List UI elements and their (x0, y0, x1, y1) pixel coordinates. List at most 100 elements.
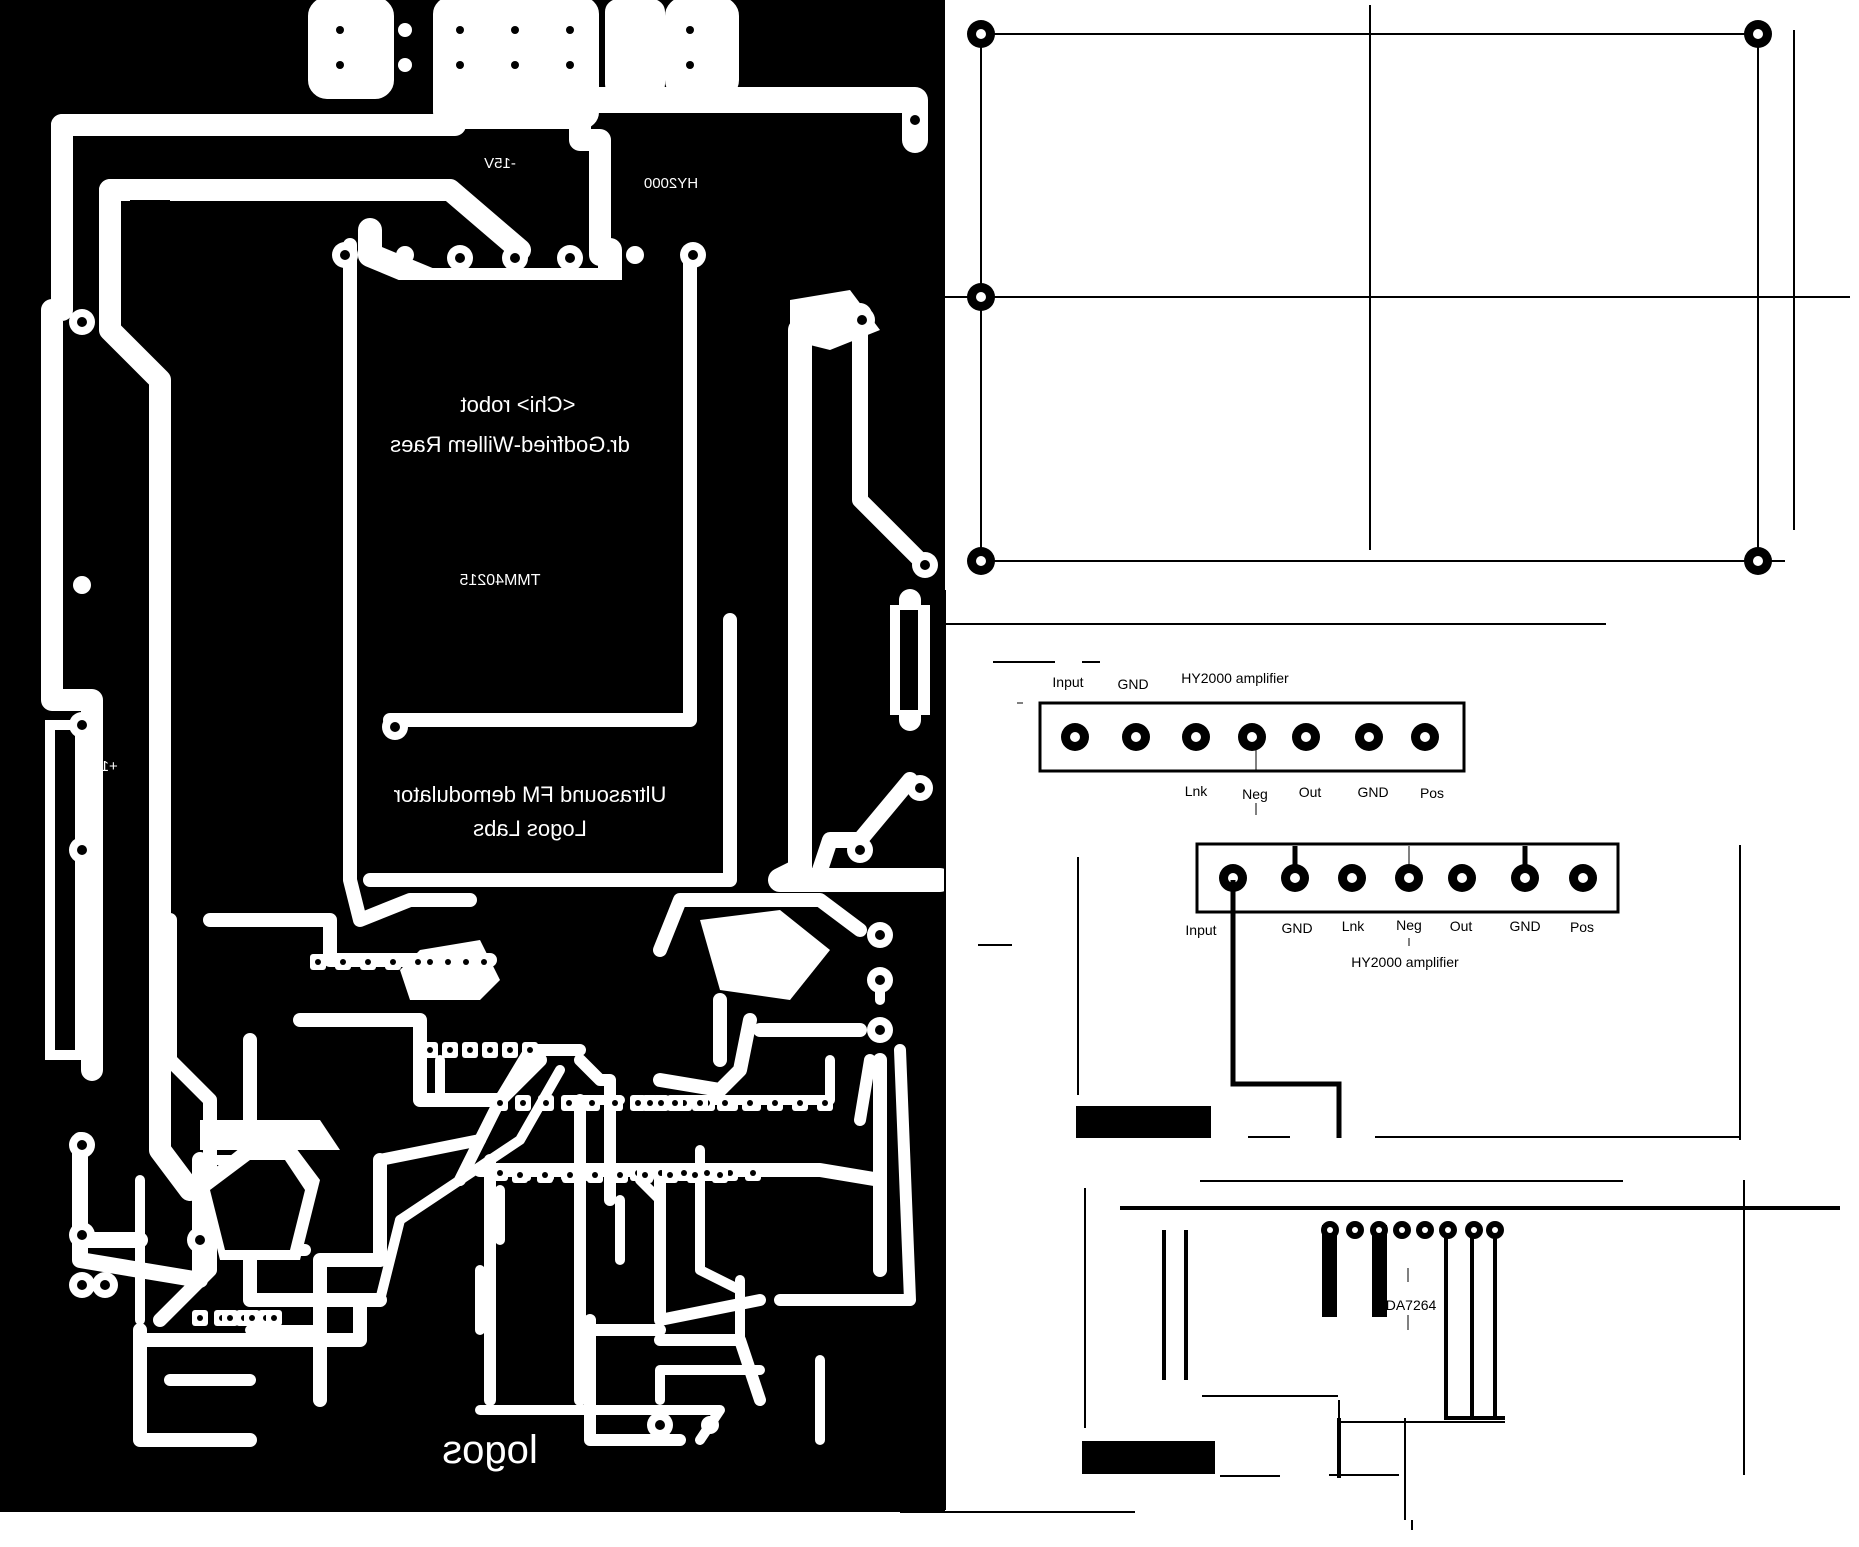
mounting-layout (899, 5, 1850, 1510)
left-pcb: -15V HY2000 +15V <Chi> robot dr.Godfried… (0, 0, 952, 1512)
amp-bot-pin-hole (1404, 873, 1414, 883)
lower-wiring (900, 845, 1840, 1530)
ic-pin-hole (1352, 1227, 1358, 1233)
robot-line1: <Chi> robot (461, 392, 576, 417)
amp-top-title: HY2000 amplifier (1181, 670, 1289, 686)
chip-area (365, 280, 665, 700)
ic-footprint-pad-hole (822, 1100, 828, 1106)
amp-top-pin-hole (1191, 732, 1201, 742)
title-line2: Logos Labs (473, 816, 587, 841)
ic-pin-hole (1471, 1227, 1477, 1233)
pad-group (69, 19, 938, 1438)
amp-bot-pin-hole (1520, 873, 1530, 883)
ic-footprint-pad-hole (642, 1172, 648, 1178)
amp-top-pin-hole (1070, 732, 1080, 742)
amp-bot-label-input: Input (1185, 922, 1216, 938)
ic-footprint-pad-hole (704, 1170, 710, 1176)
ic-footprint-pad-hole (672, 1100, 678, 1106)
ic-footprint-pad-hole (747, 1100, 753, 1106)
ic-pin-hole (1327, 1227, 1333, 1233)
amp-top-pin-hole (1364, 732, 1374, 742)
pad-hole (390, 959, 396, 965)
ic-footprint-pad-hole (750, 1170, 756, 1176)
ic-footprint-pad-hole (592, 1172, 598, 1178)
chip-label: TMM40215 (459, 572, 540, 589)
mirrored-labels: -15V HY2000 +15V <Chi> robot dr.Godfried… (82, 155, 698, 1472)
pad-hole (340, 959, 346, 965)
amp-bot-label-gnd: GND (1281, 920, 1312, 936)
black-bar-2 (1082, 1441, 1215, 1474)
amp-bot-label-lnk: Lnk (1342, 918, 1366, 934)
pad-hole (487, 1047, 493, 1053)
amp-top-pin-hole (1420, 732, 1430, 742)
pad-hole (197, 1315, 203, 1321)
ic-footprint-pad-hole (517, 1172, 523, 1178)
ic-footprint-pad-hole (681, 1170, 687, 1176)
ic-footprint-pad-hole (566, 1100, 572, 1106)
amp-bot-pin-hole (1578, 873, 1588, 883)
pad-hole (463, 959, 469, 965)
ic-footprint-pad-hole (717, 1172, 723, 1178)
amp-top-label-out: Out (1299, 784, 1322, 800)
ic-footprint-pad-hole (589, 1100, 595, 1106)
pad-hole (427, 1047, 433, 1053)
amp-bot-pin-hole (1290, 873, 1300, 883)
neg15-label: -15V (484, 155, 516, 172)
ic-pin-hole (1422, 1227, 1428, 1233)
ic-pin-hole (1492, 1227, 1498, 1233)
ic-footprint-pad-hole (658, 1100, 664, 1106)
ic-label: DA7264 (1386, 1297, 1437, 1313)
amp-bot-title: HY2000 amplifier (1351, 954, 1459, 970)
pad-hole (227, 1315, 233, 1321)
amp-top-pin-hole (1131, 732, 1141, 742)
pad-hole (507, 1047, 513, 1053)
ic-pin-hole (1445, 1227, 1451, 1233)
amp-top-label-lnk: Lnk (1185, 783, 1209, 799)
amp-top: Input GND HY2000 amplifier Lnk Neg Out G… (1017, 670, 1466, 815)
robot-line2: dr.Godfried-Willem Raes (390, 432, 630, 457)
ic-footprint-pad-hole (543, 1100, 549, 1106)
ic-footprint-pad-hole (697, 1100, 703, 1106)
amp-bot-label-out: Out (1450, 918, 1473, 934)
amp-top-pin-hole (1301, 732, 1311, 742)
amp-top-label-neg: Neg (1242, 786, 1268, 802)
pad-hole (481, 959, 487, 965)
pad-hole (365, 959, 371, 965)
ic-footprint-pad-hole (772, 1100, 778, 1106)
pad-hole (447, 1047, 453, 1053)
black-bar-1 (1076, 1106, 1211, 1138)
pad-hole (467, 1047, 473, 1053)
pad-hole (271, 1315, 277, 1321)
ic-footprint-pad-hole (617, 1172, 623, 1178)
ic-pin-strip-2 (1372, 1225, 1387, 1317)
logos-logo-text: logos (442, 1428, 538, 1472)
amp-bot-label-gnd2: GND (1509, 918, 1540, 934)
ic-footprint-pad-hole (520, 1100, 526, 1106)
pad-hole (427, 959, 433, 965)
ic-footprint-pad-hole (612, 1100, 618, 1106)
ic-pin-hole (1376, 1227, 1382, 1233)
pad-hole (527, 1047, 533, 1053)
ic-footprint-pad-hole (722, 1100, 728, 1106)
ic-pin-strip-1 (1322, 1225, 1337, 1317)
amp-top-label-input: Input (1052, 674, 1083, 690)
ic-footprint-pad-hole (542, 1172, 548, 1178)
amp-top-label-pos: Pos (1420, 785, 1444, 801)
ic-footprint-pad-hole (635, 1100, 641, 1106)
title-line1: Ultrasound FM demodulator (394, 782, 667, 807)
ic-footprint-pad-hole (497, 1100, 503, 1106)
ic-footprint-pad-hole (797, 1100, 803, 1106)
amp-top-pin-hole (1247, 732, 1257, 742)
ic-footprint-pad-hole (667, 1172, 673, 1178)
amp-top-label-gnd: GND (1117, 676, 1148, 692)
amp-bot-label-neg: Neg (1396, 917, 1422, 933)
left-block (130, 200, 170, 230)
pad-hole (315, 959, 321, 965)
pad-hole (249, 1315, 255, 1321)
amp-bot-label-pos: Pos (1570, 919, 1594, 935)
amp-bot-pin-hole (1457, 873, 1467, 883)
ic-footprint-pad-hole (727, 1170, 733, 1176)
pad-hole (445, 959, 451, 965)
hy2000-pcb-label: HY2000 (644, 175, 698, 192)
